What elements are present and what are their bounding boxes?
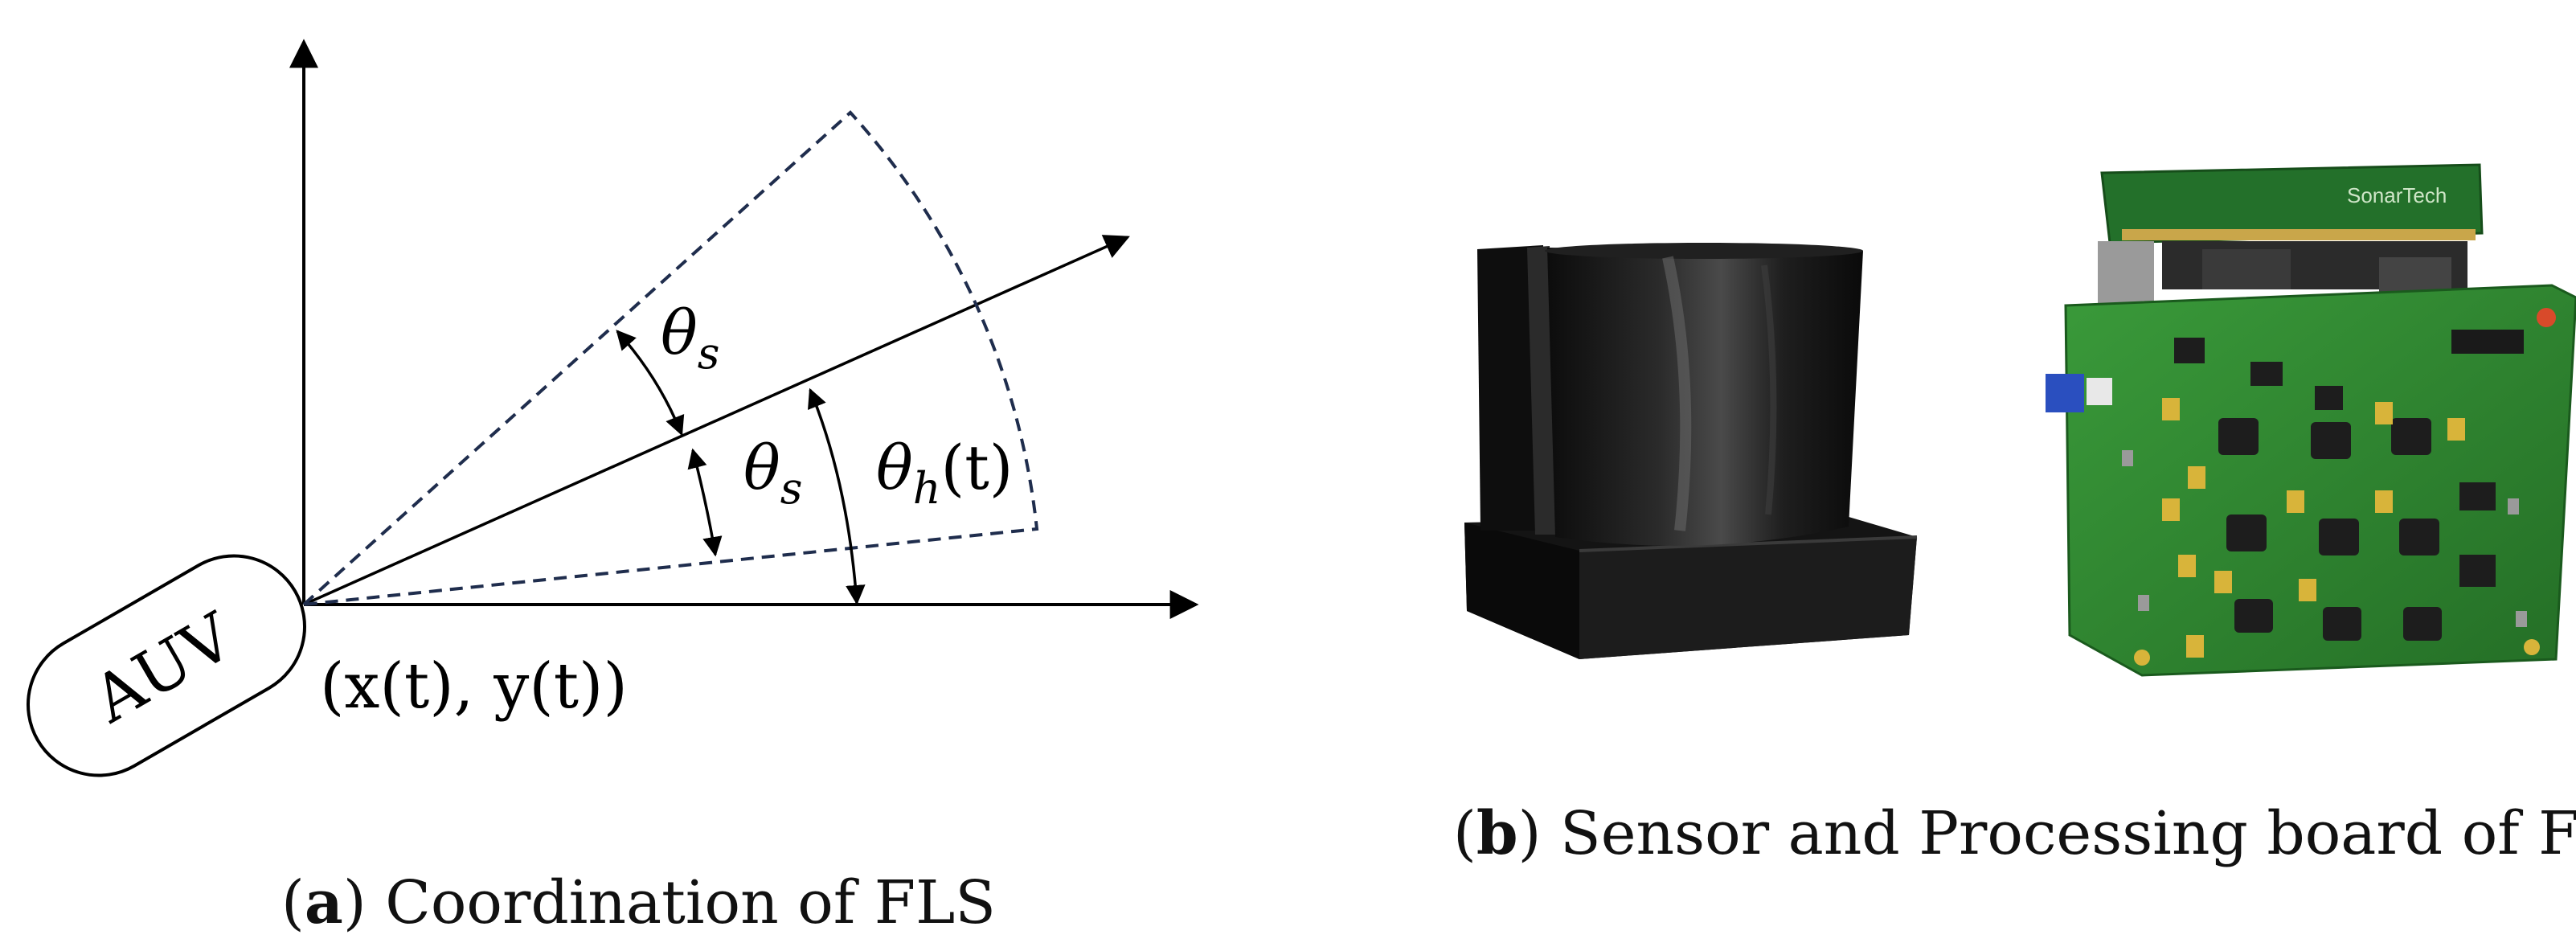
heading-line (303, 235, 1130, 606)
sensor-photo (1464, 243, 1918, 659)
caption-a: (a) Coordination of FLS (281, 868, 996, 937)
auv-vehicle: AUV (26, 554, 307, 777)
processing-board-photo: SonarTech (2046, 163, 2576, 677)
theta-s-upper-arc (616, 330, 685, 437)
position-label: (x(t), y(t)) (320, 650, 628, 723)
theta-s-lower-label: θs (743, 432, 802, 514)
panel-a-diagram: θs θs θh(t) AUV (x(t), y(t)) (a) Coordin… (26, 39, 1199, 937)
panel-b-photos: SonarTech (1453, 163, 2576, 868)
field-of-view-sector (299, 110, 1039, 607)
theta-h-arc (807, 387, 866, 605)
theta-h-label: θh(t) (876, 432, 1013, 514)
theta-s-lower-arc (687, 448, 723, 557)
theta-s-upper-label: θs (661, 297, 719, 379)
board-silkscreen-text: SonarTech (2347, 183, 2447, 207)
caption-b: (b) Sensor and Processing board of FLS (1453, 799, 2576, 868)
